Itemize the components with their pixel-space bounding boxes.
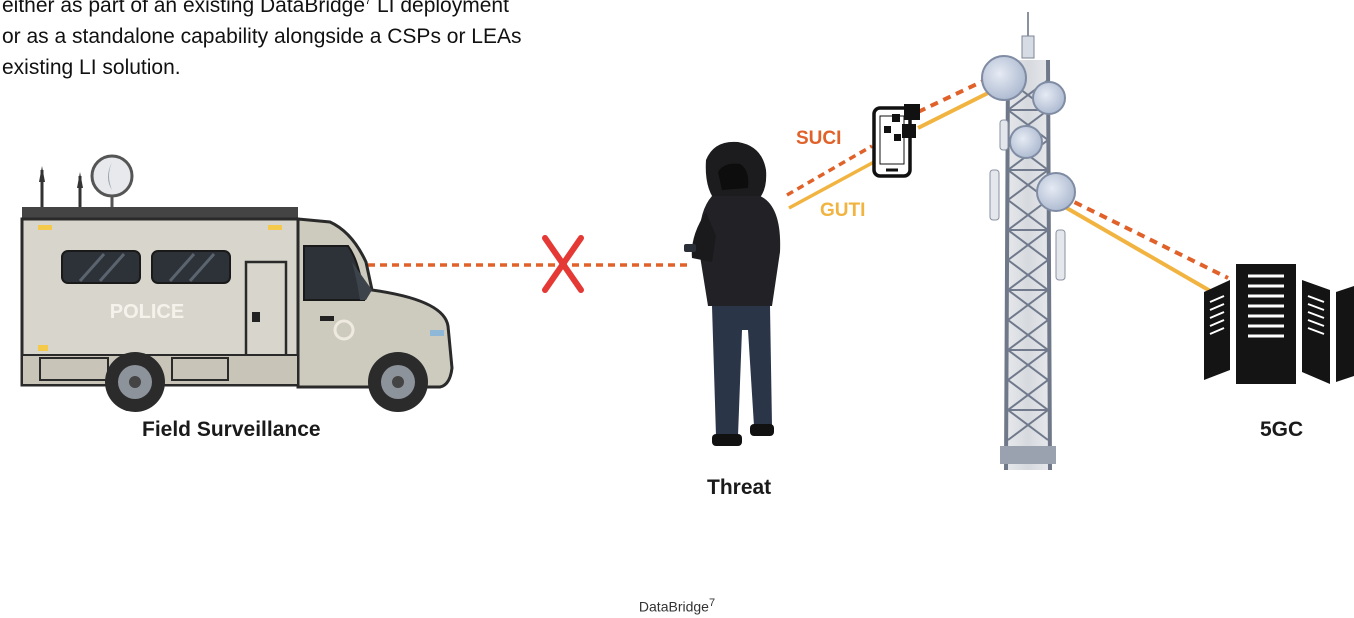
field-surveillance-label: Field Surveillance — [142, 418, 321, 441]
intro-text: either as part of an existing DataBridge… — [2, 0, 662, 83]
signal-squares-icon — [884, 104, 920, 141]
cell-tower-icon — [981, 12, 1076, 471]
intro-line-2: or as a standalone capability alongside … — [2, 25, 522, 48]
intro-line-1: either as part of an existing DataBridge… — [2, 0, 509, 17]
roof-dish-icon — [90, 154, 134, 212]
van-police-text: POLICE — [110, 301, 184, 323]
van-rear-wheel — [105, 352, 165, 412]
tower-core-links — [1056, 194, 1229, 294]
blocked-x-icon — [542, 235, 584, 293]
phone-icon — [872, 106, 912, 178]
van-front-wheel — [368, 352, 428, 412]
threat-person-icon — [684, 141, 781, 446]
intro-line-3: existing LI solution. — [2, 56, 181, 79]
threat-label: Threat — [707, 476, 772, 499]
footer-brand: DataBridge7 — [638, 597, 716, 615]
core-label: 5GC — [1260, 418, 1304, 441]
core-servers-icon — [1204, 264, 1354, 384]
police-van — [20, 154, 454, 412]
threat-phone-links — [786, 144, 875, 210]
guti-label: GUTI — [820, 200, 866, 221]
suci-label: SUCI — [796, 128, 842, 149]
